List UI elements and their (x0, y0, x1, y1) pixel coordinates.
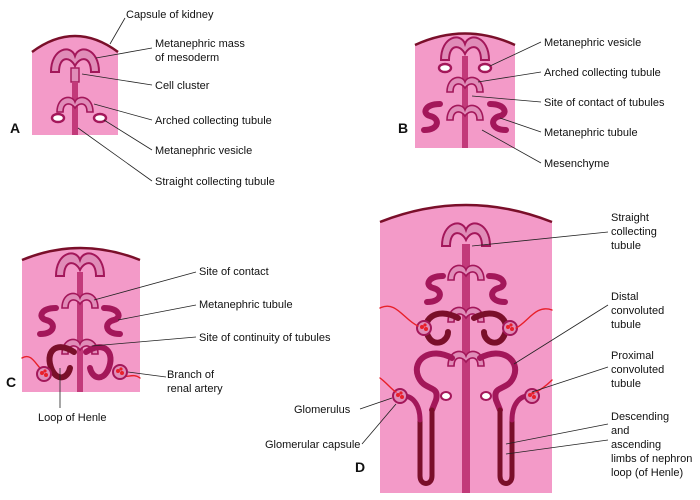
label-straight-d-2: collecting (611, 226, 657, 238)
label-metanephric-vesicle-a: Metanephric vesicle (155, 145, 252, 157)
label-metanephric-tubule-b: Metanephric tubule (544, 127, 638, 139)
label-limbs-1: Descending (611, 411, 669, 423)
label-distal-2: convoluted (611, 305, 664, 317)
panel-d-capsule (379, 203, 553, 224)
panel-a-vesicle-left (50, 112, 66, 124)
label-metanephric-mass: Metanephric mass (155, 38, 245, 50)
label-loop-of-henle: Loop of Henle (38, 412, 107, 424)
panel-c-glomerulus-right (112, 364, 128, 380)
label-metanephric-mass-2: of mesoderm (155, 52, 219, 64)
panel-a-vesicle-right (92, 112, 108, 124)
panel-c-loop-right (83, 344, 114, 381)
label-site-of-continuity: Site of continuity of tubules (199, 332, 331, 344)
panel-d-loop-mid-left (423, 310, 461, 346)
panel-b-vesicle-right (477, 62, 493, 74)
label-metanephric-vesicle-b: Metanephric vesicle (544, 37, 641, 49)
panel-letter-d: D (355, 459, 365, 475)
label-limbs-5: loop (of Henle) (611, 467, 683, 479)
label-distal-1: Distal (611, 291, 639, 303)
panel-d-loop-mid-right (471, 310, 509, 346)
label-metanephric-tubule-c: Metanephric tubule (199, 299, 293, 311)
panel-d-inner-loop-left (440, 391, 452, 401)
panel-b: Metanephric vesicle Arched collecting tu… (398, 32, 665, 170)
panel-letter-a: A (10, 120, 20, 136)
panel-a-capsule (31, 34, 119, 54)
label-proximal-1: Proximal (611, 350, 654, 362)
panel-d-inner-loop-right (480, 391, 492, 401)
label-arched-collecting-tubule-b: Arched collecting tubule (544, 67, 661, 79)
panel-c-glomerulus-left (36, 366, 52, 382)
label-site-of-contact: Site of contact (199, 266, 269, 278)
panel-d-glomerulus-mid-right (502, 320, 518, 336)
panel-letter-c: C (6, 374, 16, 390)
label-limbs-4: limbs of nephron (611, 453, 692, 465)
panel-c: Site of contact Metanephric tubule Site … (6, 246, 331, 424)
panel-d-artery-mid-right (515, 308, 553, 329)
panel-d-glomerulus-mid-left (416, 320, 432, 336)
panel-d-distal-tubule-left (413, 350, 455, 413)
label-glomerulus: Glomerulus (294, 404, 351, 416)
label-cell-cluster: Cell cluster (155, 80, 210, 92)
label-straight-d-3: tubule (611, 240, 641, 252)
label-proximal-3: tubule (611, 378, 641, 390)
label-straight-collecting-tubule-a: Straight collecting tubule (155, 176, 275, 188)
label-arched-collecting-tubule-a: Arched collecting tubule (155, 115, 272, 127)
panel-b-straight-tubule (462, 56, 468, 148)
label-distal-3: tubule (611, 319, 641, 331)
label-straight-d-1: Straight (611, 212, 649, 224)
panel-c-straight-tubule (77, 272, 83, 392)
panel-c-capsule (21, 246, 141, 262)
panel-d-distal-tubule-right (477, 350, 519, 413)
label-proximal-2: convoluted (611, 364, 664, 376)
panel-d: Straight collecting tubule Distal convol… (265, 203, 692, 493)
label-site-of-contact-of-tubules: Site of contact of tubules (544, 97, 665, 109)
panel-d-artery-low-left (379, 377, 397, 393)
label-branch-of-renal-artery: Branch of (167, 369, 215, 381)
panel-d-artery-mid-left (379, 305, 419, 327)
panel-a-cell-cluster (70, 67, 80, 83)
label-branch-of-renal-artery-2: renal artery (167, 383, 223, 395)
panel-b-vesicle-left (437, 62, 453, 74)
panel-d-straight-tubule (462, 244, 470, 493)
panel-letter-b: B (398, 120, 408, 136)
panel-d-loop-henle-left (417, 407, 435, 486)
panel-d-artery-low-right (535, 379, 553, 393)
label-limbs-3: ascending (611, 439, 661, 451)
label-mesenchyme: Mesenchyme (544, 158, 609, 170)
label-limbs-2: and (611, 425, 629, 437)
panel-d-loop-henle-right (497, 407, 515, 486)
panel-c-loop-henle-left (46, 344, 77, 381)
panel-a: Capsule of kidney Metanephric mass of me… (10, 9, 275, 188)
label-glomerular-capsule: Glomerular capsule (265, 439, 360, 451)
label-capsule-of-kidney: Capsule of kidney (126, 9, 214, 21)
panel-b-capsule (414, 32, 516, 47)
